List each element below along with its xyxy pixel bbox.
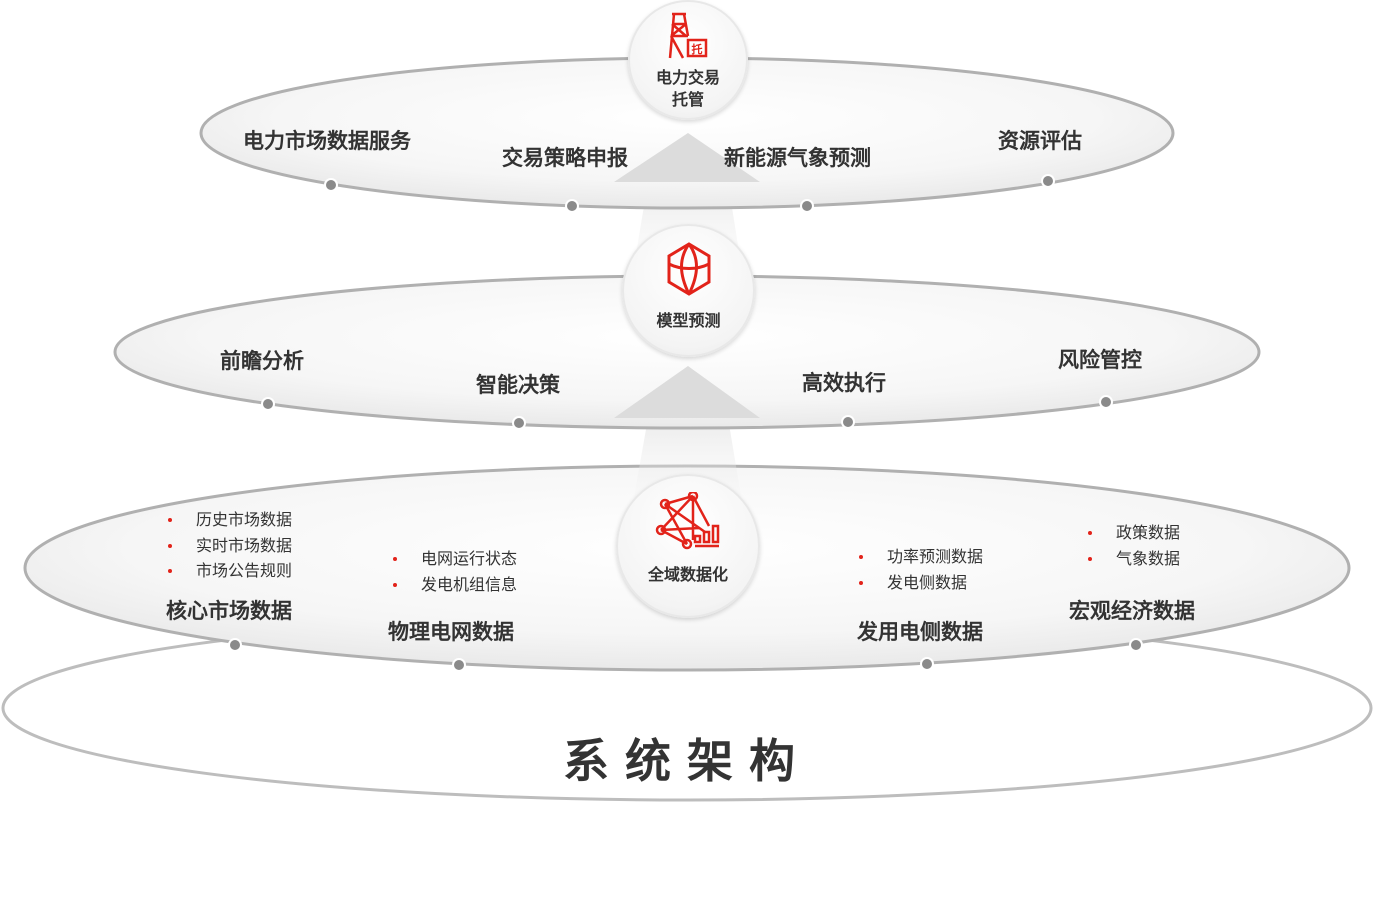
list-item: 实时市场数据 [168,533,292,559]
core-market-data-list: 历史市场数据 实时市场数据 市场公告规则 [168,507,292,584]
hub-trading-custody: 托 电力交易 托管 [628,0,748,120]
list-item: 发电侧数据 [859,570,983,596]
svg-text:托: 托 [692,42,703,56]
model-item: 风险管控 [1058,348,1142,372]
group-label: 发用电侧数据 [857,620,983,644]
hub-label-line2: 托管 [671,90,704,109]
hub-label-line1: 电力交易 [655,68,720,87]
list-item: 历史市场数据 [168,507,292,533]
service-item: 资源评估 [998,129,1082,153]
service-item: 新能源气象预测 [724,146,871,170]
network-chart-icon [655,492,720,550]
list-item: 发电机组信息 [393,572,517,598]
macro-data-list: 政策数据 气象数据 [1088,520,1180,571]
group-label: 物理电网数据 [388,620,514,644]
list-item: 功率预测数据 [859,544,983,570]
grid-data-list: 电网运行状态 发电机组信息 [393,546,517,597]
model-item: 智能决策 [476,373,560,397]
model-cube-icon [667,242,710,296]
power-tower-icon: 托 [668,12,708,59]
hub-label: 模型预测 [656,311,721,330]
service-item: 电力市场数据服务 [243,129,411,153]
hub-full-digitization: 全域数据化 [616,474,760,618]
group-label: 核心市场数据 [166,599,292,623]
generation-data-list: 功率预测数据 发电侧数据 [859,544,983,595]
hub-model-prediction: 模型预测 [622,224,755,357]
group-label: 宏观经济数据 [1069,599,1195,623]
diagram-title: 系统架构 [563,734,811,788]
list-item: 政策数据 [1088,520,1180,546]
arrow-up-lower-head [614,366,760,418]
list-item: 电网运行状态 [393,546,517,572]
arrow-up-upper-head [614,133,760,182]
model-item: 前瞻分析 [220,349,304,373]
service-item: 交易策略申报 [502,146,628,170]
connector-dots [228,174,1143,672]
model-item: 高效执行 [802,371,886,395]
hub-label: 全域数据化 [647,565,728,584]
list-item: 气象数据 [1088,546,1180,572]
list-item: 市场公告规则 [168,558,292,584]
